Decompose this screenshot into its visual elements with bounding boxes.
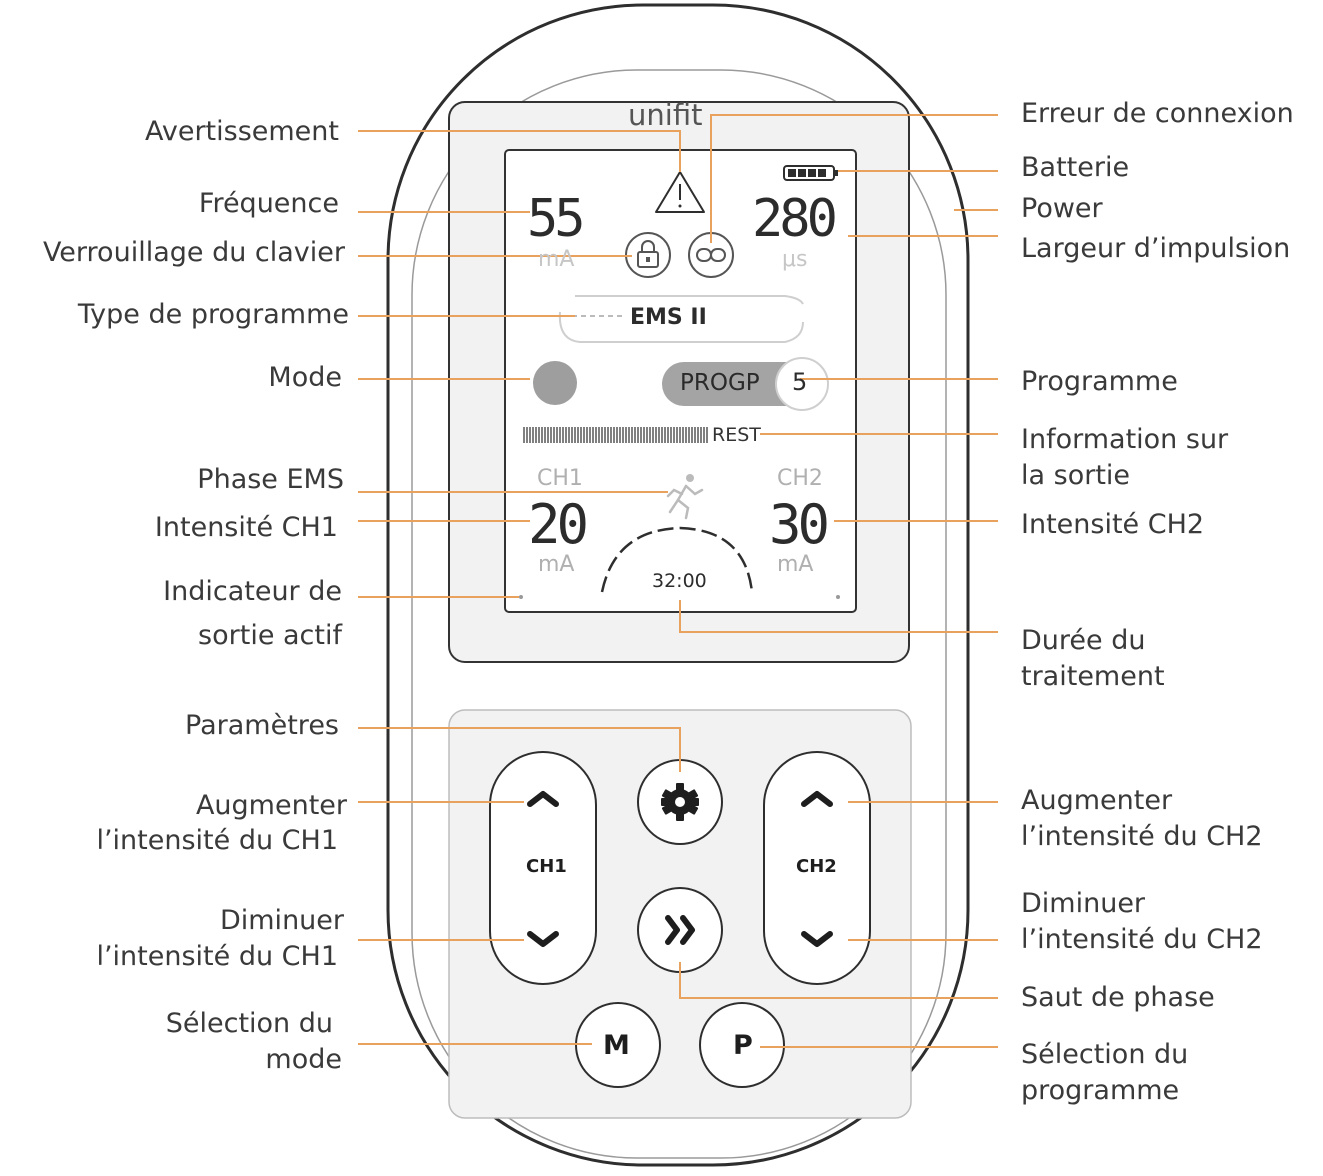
program-label: PROGP	[680, 370, 760, 396]
ch2-down-button[interactable]	[801, 931, 833, 947]
label-pulse-width: Largeur d’impulsion	[1021, 233, 1291, 264]
label-mode: Mode	[268, 362, 342, 393]
mode-button-label: M	[603, 1030, 630, 1061]
label-ch2-up-line2: l’intensité du CH2	[1021, 821, 1263, 852]
brand-logo: unifit	[628, 98, 703, 132]
label-duration-line1: Durée du	[1021, 625, 1146, 656]
frequency-value: 55	[527, 189, 586, 249]
label-active-output-line2: sortie actif	[198, 620, 342, 651]
label-ch1-intensity: Intensité CH1	[154, 512, 338, 543]
label-program-select-line1: Sélection du	[1021, 1039, 1189, 1070]
mode-indicator	[533, 361, 577, 405]
timer-display: 32:00	[652, 570, 707, 592]
double-chevron-icon	[665, 915, 680, 945]
ch1-rocker	[489, 751, 597, 985]
label-ch2-intensity: Intensité CH2	[1021, 509, 1205, 540]
leader-lines	[358, 114, 998, 1048]
label-duration-line2: traitement	[1021, 661, 1165, 692]
running-man-icon	[666, 474, 704, 520]
label-settings: Paramètres	[185, 710, 339, 741]
warning-icon	[655, 171, 705, 213]
program-button[interactable]	[699, 1002, 785, 1088]
program-type: EMS II	[630, 305, 707, 330]
label-ch2-down-line2: l’intensité du CH2	[1021, 924, 1263, 955]
ch1-active-dot	[519, 595, 523, 599]
ch2-rocker	[763, 751, 871, 985]
ch1-unit: mA	[538, 552, 575, 577]
ch1-intensity-value: 20	[528, 493, 589, 556]
label-ch1-up-line2: l’intensité du CH1	[96, 825, 338, 856]
device-inner-outline	[411, 69, 947, 1159]
ch2-button-label: CH2	[796, 856, 837, 877]
label-output-info-line2: la sortie	[1021, 460, 1131, 491]
label-program-type: Type de programme	[77, 299, 349, 330]
label-ch2-up-line1: Augmenter	[1021, 785, 1173, 816]
label-ch1-down-line2: l’intensité du CH1	[96, 941, 338, 972]
label-ems-phase: Phase EMS	[197, 464, 344, 495]
program-number: 5	[792, 368, 808, 396]
label-warning: Avertissement	[144, 116, 339, 147]
ch1-up-button[interactable]	[527, 791, 559, 807]
ch2-intensity-value: 30	[769, 493, 830, 556]
frequency-unit: mA	[538, 247, 575, 272]
label-mode-select-line2: mode	[265, 1044, 342, 1075]
settings-button[interactable]	[637, 759, 723, 845]
label-ch2-down-line1: Diminuer	[1021, 888, 1146, 919]
ch1-button-label: CH1	[526, 856, 567, 877]
label-mode-select-line1: Sélection du	[165, 1008, 333, 1039]
label-frequency: Fréquence	[198, 188, 339, 219]
label-program: Programme	[1021, 366, 1178, 397]
label-program-select-line2: programme	[1021, 1075, 1180, 1106]
label-keypad-lock: Verrouillage du clavier	[42, 237, 345, 268]
timer-arc	[600, 526, 754, 593]
phase-skip-button[interactable]	[637, 887, 723, 973]
output-info-bar	[523, 427, 708, 443]
pulse-width-value: 280	[752, 189, 838, 249]
ch2-active-dot	[836, 595, 840, 599]
ch1-display-label: CH1	[537, 466, 583, 491]
pulse-width-unit: μs	[782, 247, 808, 272]
label-connection-error: Erreur de connexion	[1021, 98, 1294, 129]
program-button-label: P	[733, 1030, 753, 1061]
output-info-text: REST	[712, 424, 761, 446]
label-active-output-line1: Indicateur de	[163, 576, 342, 607]
battery-icon	[783, 165, 838, 181]
label-ch1-down-line1: Diminuer	[219, 905, 344, 936]
program-toggle	[662, 362, 810, 406]
label-power: Power	[1021, 193, 1103, 224]
label-battery: Batterie	[1021, 152, 1130, 183]
ch2-up-button[interactable]	[801, 791, 833, 807]
label-output-info-line1: Information sur	[1021, 424, 1229, 455]
ch2-display-label: CH2	[777, 466, 823, 491]
label-phase-skip: Saut de phase	[1021, 982, 1215, 1013]
label-ch1-up-line1: Augmenter	[195, 790, 347, 821]
ch2-unit: mA	[777, 552, 814, 577]
ch1-down-button[interactable]	[527, 931, 559, 947]
device-outline	[386, 3, 970, 1167]
